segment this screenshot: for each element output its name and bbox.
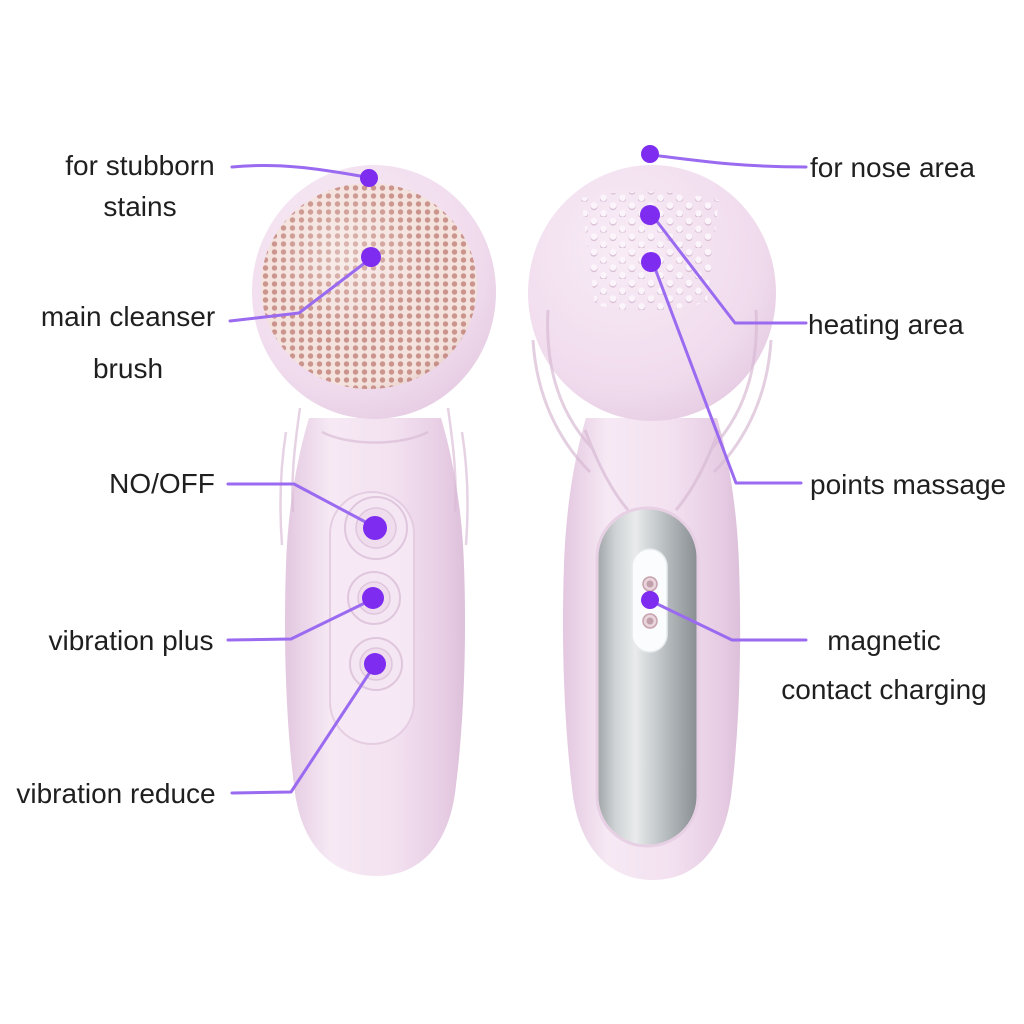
label-power: NO/OFF: [109, 468, 215, 499]
label-main-cleanser-line2: brush: [92, 353, 164, 385]
marker-dot-vibration-reduce: [364, 653, 386, 675]
leader-line-vibration-plus: [226, 598, 373, 642]
leader-line-stubborn-stains: [230, 164, 368, 179]
leader-line-vibration-reduce: [230, 664, 376, 795]
leader-line-points-massage: [651, 261, 803, 485]
marker-dot-main-cleanser: [361, 247, 381, 267]
label-main-cleanser-brush: main cleanser brush: [28, 302, 228, 384]
marker-dot-stubborn-stains: [360, 169, 378, 187]
label-stubborn-stains-line2: stains: [103, 191, 177, 223]
marker-dot-points-massage: [641, 252, 661, 272]
back-ridges: [531, 309, 773, 511]
marker-dot-power: [363, 516, 387, 540]
back-device: [528, 165, 776, 880]
leader-line-heating-area: [650, 213, 808, 325]
marker-dot-magnetic-charging: [641, 591, 659, 609]
label-vibration-reduce: vibration reduce: [16, 778, 216, 809]
label-heating-area: heating area: [808, 309, 964, 340]
front-neck-ridges: [279, 407, 469, 546]
leader-line-main-cleanser: [228, 257, 372, 323]
brush-head-shading: [261, 183, 477, 389]
label-magnetic-line2: contact charging: [781, 674, 987, 706]
leader-line-magnetic-charging: [649, 599, 808, 642]
label-vibration-plus: vibration plus: [48, 625, 214, 656]
label-main-cleanser-line1: main cleanser: [40, 301, 216, 332]
label-magnetic-line1: magnetic: [827, 625, 941, 656]
label-stubborn-stains-line1: for stubborn: [65, 150, 215, 181]
front-device: [252, 165, 496, 876]
label-stubborn-stains: for stubborn stains: [38, 151, 242, 222]
marker-dot-vibration-plus: [362, 587, 384, 609]
leader-line-nose-area: [650, 153, 808, 169]
charging-panel: [595, 506, 700, 848]
massage-dots-area: [581, 191, 719, 311]
label-nose-area: for nose area: [810, 152, 975, 183]
charging-contacts: [642, 576, 658, 629]
label-points-massage: points massage: [810, 469, 1007, 500]
leader-line-power: [226, 482, 375, 528]
marker-dot-heating-area: [640, 205, 660, 225]
marker-dot-nose-area: [641, 145, 659, 163]
label-magnetic-charging: magnetic contact charging: [772, 626, 996, 705]
